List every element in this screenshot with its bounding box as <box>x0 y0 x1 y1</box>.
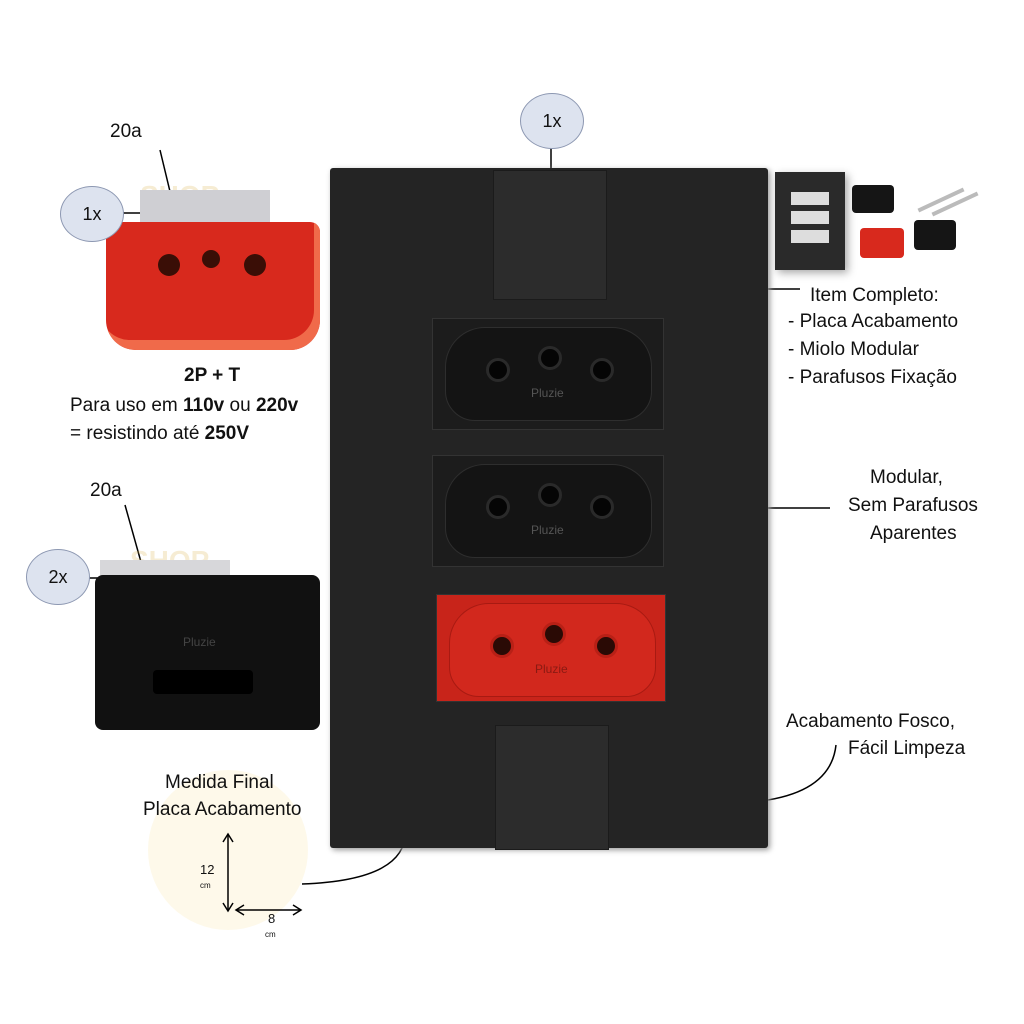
black-outlet-module-2: Pluzie <box>432 455 664 567</box>
outlet-face: Pluzie <box>449 603 656 697</box>
black-outlet-module-1: Pluzie <box>432 318 664 430</box>
measure-title: Placa Acabamento <box>143 799 302 820</box>
voltage-resist: = resistindo até 250V <box>70 423 250 444</box>
top-blank-slot <box>493 170 607 300</box>
width-unit: cm <box>265 930 276 939</box>
black-outlet-amperage: 20a <box>90 480 122 501</box>
red-outlet-amperage: 20a <box>110 121 142 142</box>
finish-text: Fácil Limpeza <box>848 738 966 759</box>
quantity-label: 1x <box>542 110 562 131</box>
kit-item: - Parafusos Fixação <box>788 367 957 388</box>
kit-red-outlet-icon <box>860 228 904 258</box>
quantity-label: 1x <box>82 203 102 224</box>
kit-title: Item Completo: <box>810 285 939 306</box>
height-unit: cm <box>200 881 211 890</box>
modular-text: Aparentes <box>870 523 957 544</box>
modular-text: Modular, <box>870 467 943 488</box>
outlet-face: Pluzie <box>445 327 652 421</box>
top-quantity-bubble: 1x <box>520 93 584 149</box>
red-outlet-quantity-bubble: 1x <box>60 186 124 242</box>
height-value: 12 <box>200 862 215 877</box>
black-outlet-image: Pluzie <box>95 575 320 730</box>
red-outlet-image <box>106 222 320 350</box>
bottom-blank-slot <box>495 725 609 850</box>
outlet-face: Pluzie <box>445 464 652 558</box>
modular-text: Sem Parafusos <box>848 495 978 516</box>
width-value: 8 <box>268 911 276 926</box>
kit-black-outlet-icon <box>852 185 894 213</box>
kit-black-outlet-icon <box>914 220 956 250</box>
black-outlet-quantity-bubble: 2x <box>26 549 90 605</box>
outlet-brand: Pluzie <box>535 662 568 676</box>
kit-item: - Placa Acabamento <box>788 311 959 332</box>
voltage-usage: Para uso em 110v ou 220v <box>70 395 299 416</box>
outlet-brand: Pluzie <box>531 523 564 537</box>
pin-config: 2P + T <box>184 365 241 386</box>
kit-plate-thumbnail <box>775 172 845 270</box>
red-outlet-module: Pluzie <box>436 594 666 702</box>
kit-item: - Miolo Modular <box>788 339 919 360</box>
finish-text: Acabamento Fosco, <box>786 711 955 732</box>
outlet-brand: Pluzie <box>531 386 564 400</box>
finish-plate: Pluzie Pluzie Pluzie <box>330 168 768 850</box>
quantity-label: 2x <box>48 566 68 587</box>
measure-title: Medida Final <box>165 772 274 793</box>
